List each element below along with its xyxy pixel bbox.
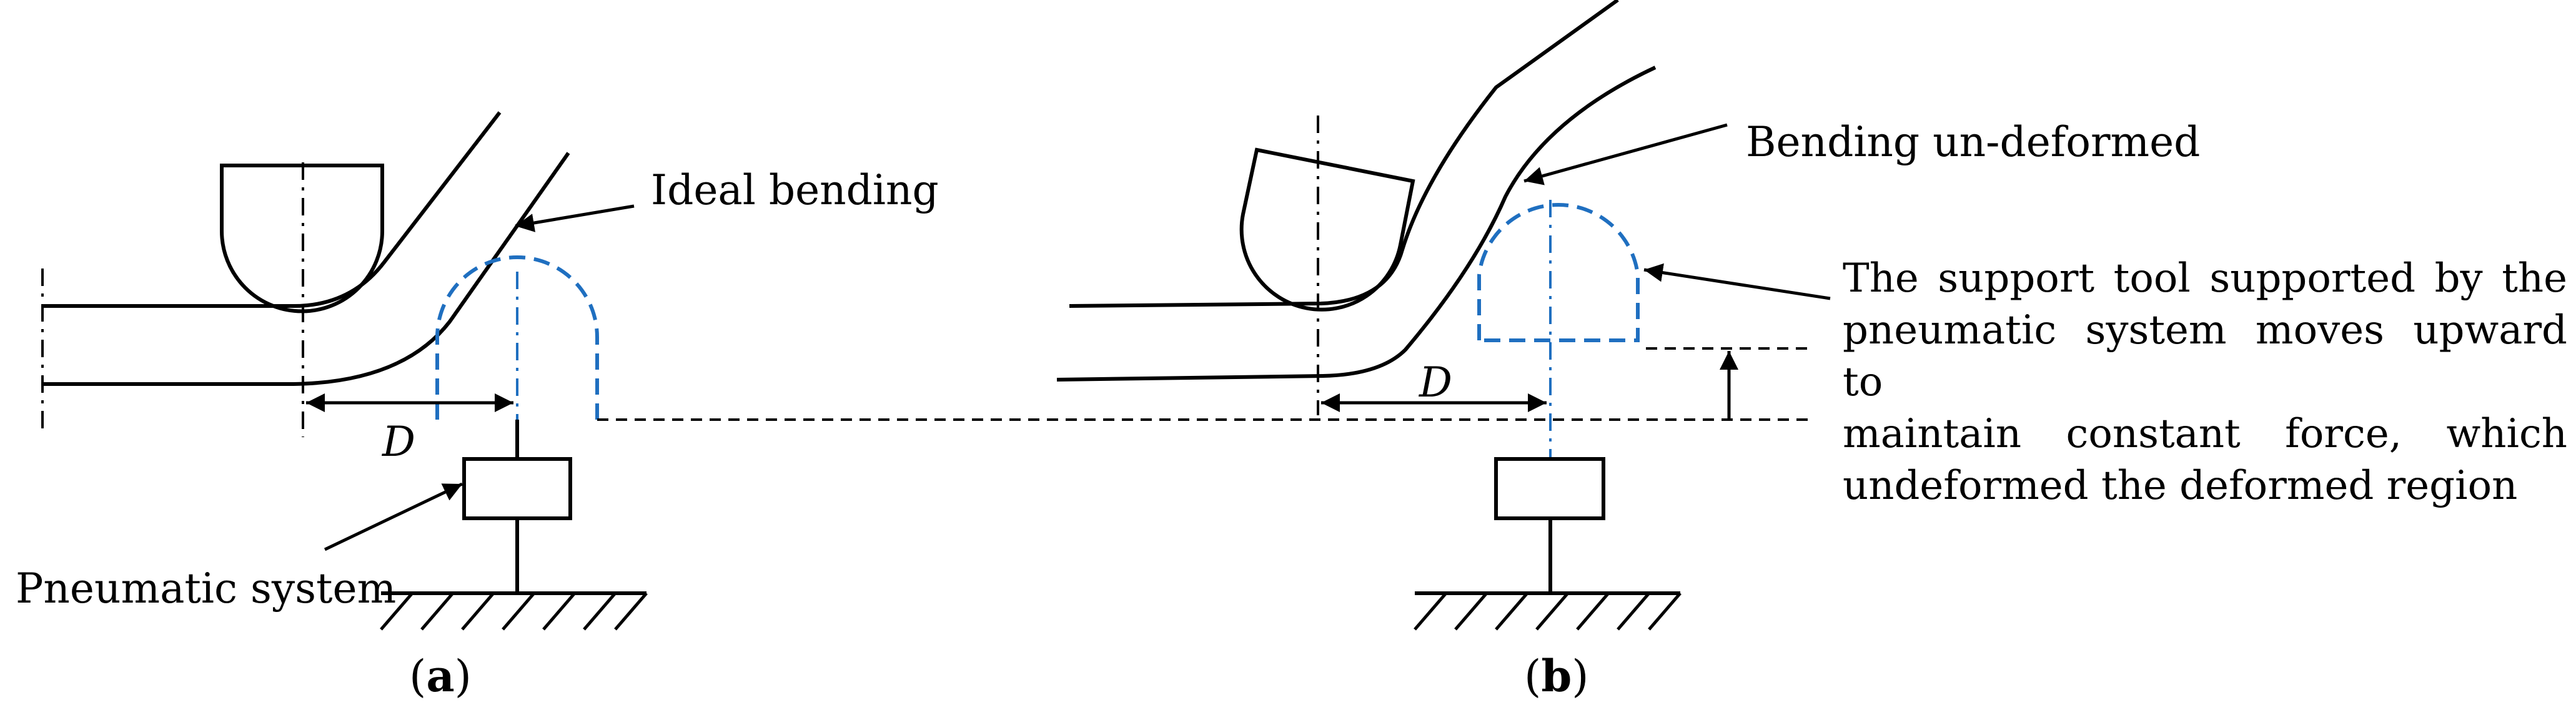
description-line: pneumatic system moves upward to: [1843, 307, 2567, 405]
caption-b: (b): [1524, 650, 1589, 702]
panel-b: [1056, 0, 1831, 631]
support-tool-a: [435, 255, 599, 420]
ground-hatch-b: [1414, 592, 1682, 631]
label-bending-undeformed: Bending un-deformed: [1746, 118, 2201, 166]
label-pneumatic-system: Pneumatic system: [16, 565, 397, 613]
sheet-upper-b: [1069, 0, 1619, 308]
leader-ideal-bending: [515, 204, 635, 232]
description-line: maintain constant force, which: [1843, 411, 2567, 457]
punch-tool-b: [1239, 147, 1415, 312]
sheet-upper-a: [42, 111, 502, 308]
leader-pneumatic: [324, 482, 463, 551]
pneumatic-box-b: [1494, 457, 1605, 520]
label-distance-b: D: [1419, 358, 1452, 407]
leader-support-tool: [1643, 263, 1831, 300]
support-tool-description: The support tool supported by the pneuma…: [1843, 253, 2567, 512]
caption-a: (a): [409, 650, 472, 702]
pneumatic-box-a: [462, 457, 572, 520]
panel-a: [41, 111, 648, 631]
sheet-lower-b: [1056, 66, 1657, 382]
ground-hatch-a: [380, 592, 648, 631]
label-ideal-bending: Ideal bending: [651, 166, 939, 214]
label-distance-a: D: [382, 418, 415, 466]
punch-tool-a: [220, 164, 384, 313]
description-line: The support tool supported by the: [1843, 255, 2567, 302]
description-line: undeformed the deformed region: [1843, 463, 2518, 509]
leader-bending-undeformed: [1523, 123, 1728, 185]
support-tool-b: [1477, 202, 1640, 342]
sheet-lower-a: [42, 152, 570, 386]
